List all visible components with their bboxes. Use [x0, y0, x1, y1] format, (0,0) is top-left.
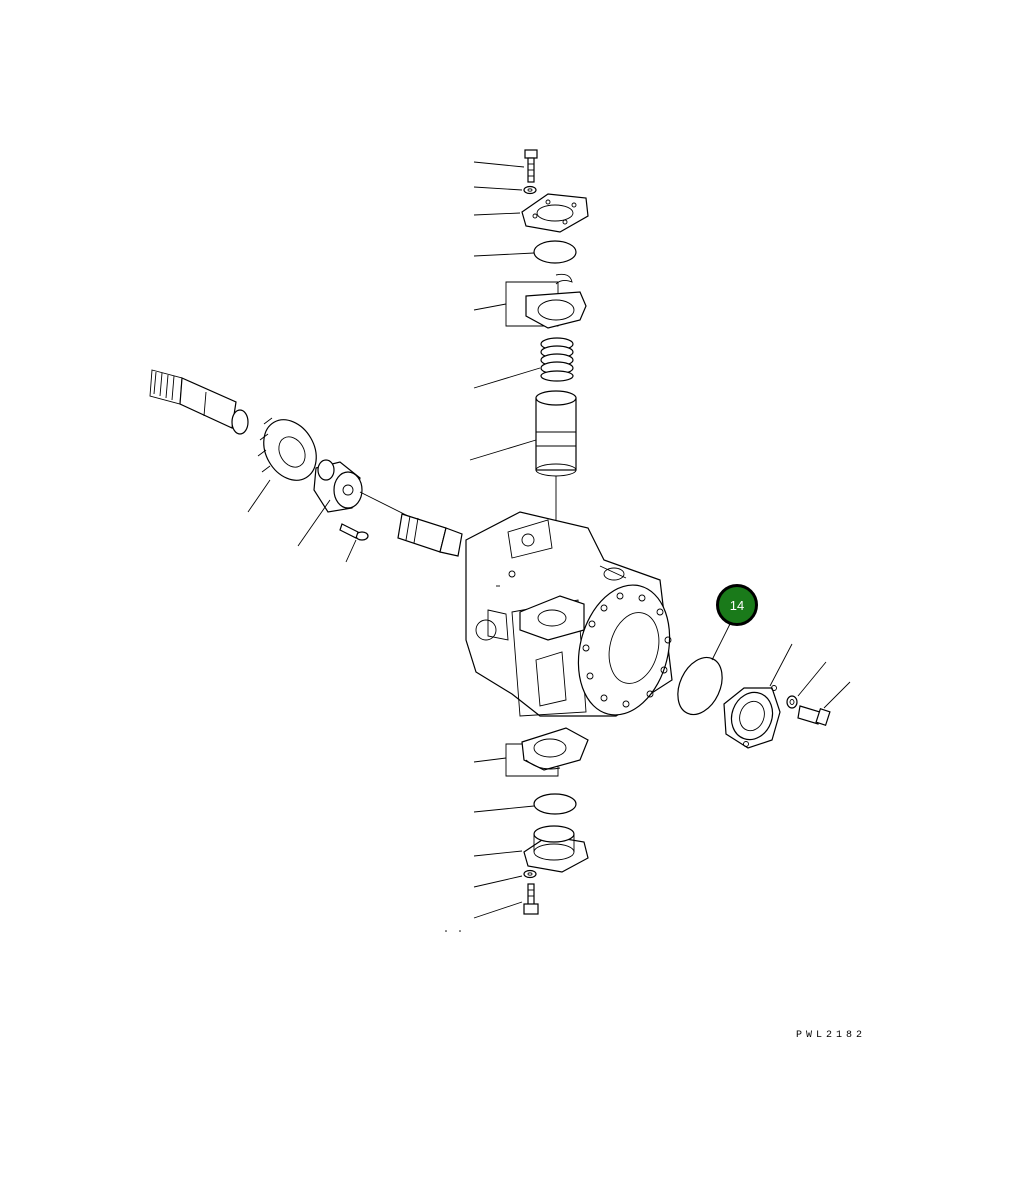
swash-plate-part[interactable]: [253, 410, 327, 489]
bottom-washer-part[interactable]: [523, 869, 537, 879]
right-cover-part[interactable]: [723, 685, 781, 749]
spring-part[interactable]: [540, 337, 574, 382]
leader-line: [473, 367, 541, 389]
top-washer-part[interactable]: [523, 185, 537, 195]
bottom-bolt-part[interactable]: [523, 883, 539, 915]
leader-line: [823, 681, 851, 709]
leader-line: [797, 661, 827, 697]
leader-line: [473, 252, 535, 257]
bearing-housing-part[interactable]: [313, 459, 363, 513]
callout-leader-line: [711, 619, 733, 661]
leader-line: [345, 539, 357, 563]
leader-line: [473, 805, 535, 813]
bottom-o-ring-part[interactable]: [533, 793, 577, 815]
bottom-shim-group-part[interactable]: [505, 727, 589, 777]
top-cover-plate-part[interactable]: [521, 193, 589, 233]
top-shim-group-part[interactable]: [505, 273, 587, 329]
figure-code-label: PWL2182: [796, 1030, 867, 1041]
piston-part[interactable]: [535, 390, 577, 477]
o-ring-part-14[interactable]: [669, 650, 731, 721]
top-bolt-part[interactable]: [524, 149, 538, 183]
output-shaft-part[interactable]: [397, 513, 463, 557]
main-shaft-part[interactable]: [149, 369, 249, 435]
stray-mark: [459, 930, 461, 932]
leader-line: [473, 875, 523, 888]
leader-line: [297, 499, 331, 547]
leader-line: [247, 479, 271, 513]
right-washer-part[interactable]: [786, 695, 798, 709]
right-bolt-part[interactable]: [797, 705, 831, 726]
leader-line: [473, 901, 523, 919]
leader-line: [473, 212, 521, 216]
pump-housing-part[interactable]: [465, 511, 683, 725]
screw-part[interactable]: [339, 523, 369, 541]
leader-line: [769, 643, 793, 687]
leader-line: [473, 161, 525, 168]
leader-line: [473, 850, 523, 857]
leader-line: [473, 303, 507, 311]
leader-line: [473, 186, 523, 191]
leader-line: [473, 757, 507, 763]
assembly-axis-line: [359, 491, 413, 519]
bottom-flange-part[interactable]: [523, 825, 589, 873]
top-o-ring-part[interactable]: [533, 240, 577, 264]
leader-line: [469, 439, 537, 461]
callout-label: 14: [729, 597, 745, 613]
stray-mark: [445, 930, 447, 932]
callout-badge-14[interactable]: 14: [716, 584, 758, 626]
